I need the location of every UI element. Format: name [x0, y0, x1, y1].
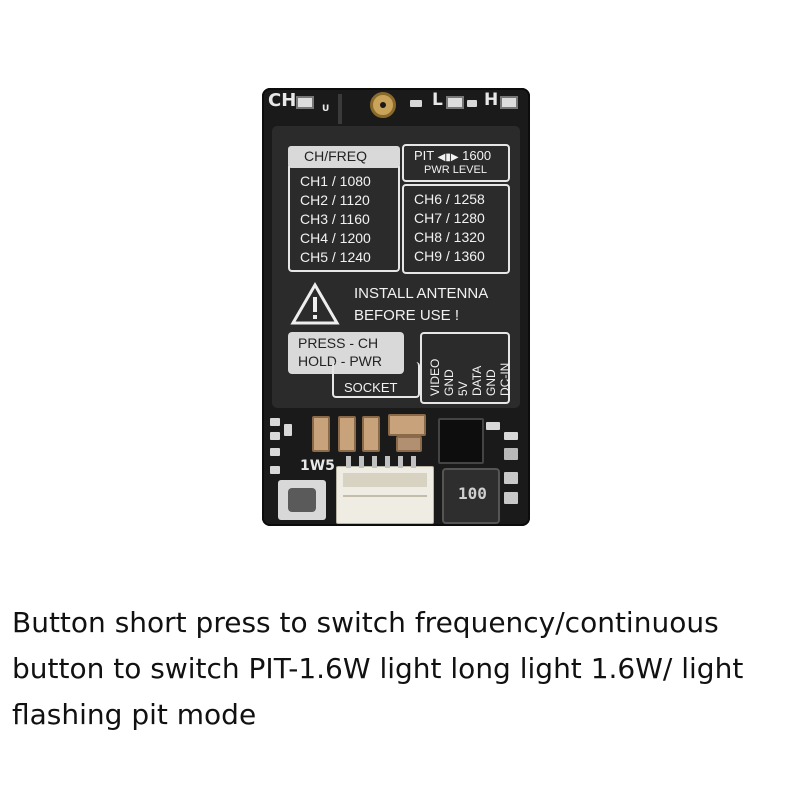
- resistor: [270, 448, 280, 456]
- pin-label: GND: [484, 369, 498, 396]
- resistor: [504, 472, 518, 484]
- channels-left: CH1 / 1080 CH2 / 1120 CH3 / 1160 CH4 / 1…: [300, 172, 371, 267]
- pit-label: PIT: [414, 148, 434, 163]
- channel-entry: CH5 / 1240: [300, 249, 371, 265]
- warning-line1: INSTALL ANTENNA: [354, 285, 489, 302]
- h-led: [500, 96, 518, 109]
- channel-entry: CH4 / 1200: [300, 230, 371, 246]
- channel-entry: CH2 / 1120: [300, 192, 370, 208]
- push-button: [278, 480, 326, 520]
- capacitor: [362, 416, 380, 452]
- inductor: 100: [442, 468, 500, 524]
- resistor: [270, 466, 280, 474]
- socket-pins: [346, 456, 422, 468]
- pin-label: DATA: [470, 365, 484, 396]
- resistor: [270, 432, 280, 440]
- capacitor: [312, 416, 330, 452]
- trace-line: [338, 94, 342, 124]
- ch-silk: CH: [268, 90, 297, 111]
- pin-label: 5V: [456, 381, 470, 396]
- l-silk: L: [432, 90, 443, 110]
- warning-triangle-icon: [290, 282, 340, 325]
- pin-label: DC-IN: [498, 362, 512, 396]
- channel-entry: CH7 / 1280: [414, 210, 485, 226]
- channel-entry: CH9 / 1360: [414, 248, 485, 264]
- pin-label-box: [420, 332, 510, 404]
- left-channel-box: [288, 166, 400, 272]
- warning-line2: BEFORE USE !: [354, 307, 460, 324]
- resistor: [504, 448, 518, 460]
- capacitor: [396, 436, 422, 452]
- capacitor: [388, 414, 426, 436]
- antenna-connector: [370, 92, 396, 118]
- press-hold-bg: [288, 332, 404, 374]
- vtx-board: CH U L H CH/FREQ CH1 / 1080 CH2 / 1120 C…: [262, 88, 530, 526]
- resistor: [467, 100, 477, 107]
- channel-entry: CH1 / 1080: [300, 173, 371, 189]
- ch-freq-header-bg: [288, 146, 400, 168]
- ch-freq-header: CH/FREQ: [304, 148, 367, 164]
- socket-box: [332, 362, 420, 398]
- pit-arrows-icon: ◀▮▶: [437, 152, 459, 163]
- channels-right: CH6 / 1258 CH7 / 1280 CH8 / 1320 CH9 / 1…: [414, 190, 485, 266]
- pit-line: PIT ◀▮▶ 1600: [414, 146, 491, 167]
- pit-box: [402, 144, 510, 182]
- pit-power: 1600: [462, 148, 492, 163]
- pin-labels: VIDEO GND 5V DATA GND DC-IN: [420, 332, 512, 402]
- caption: Button short press to switch frequency/c…: [12, 600, 792, 738]
- capacitor: [338, 416, 356, 452]
- caption-line: flashing pit mode: [12, 698, 257, 731]
- chip: [438, 418, 484, 464]
- channel-entry: CH8 / 1320: [414, 229, 485, 245]
- pin-label: GND: [442, 369, 456, 396]
- resistor: [504, 492, 518, 504]
- channel-entry: CH3 / 1160: [300, 211, 370, 227]
- h-silk: H: [484, 90, 499, 110]
- resistor: [410, 100, 422, 107]
- label-plate: CH/FREQ CH1 / 1080 CH2 / 1120 CH3 / 1160…: [272, 126, 520, 408]
- inductor-label: 100: [458, 484, 487, 503]
- l-led: [446, 96, 464, 109]
- resistor: [284, 424, 292, 436]
- right-channel-box: [402, 184, 510, 274]
- socket-label: SOCKET: [344, 380, 398, 395]
- caption-line: Button short press to switch frequency/c…: [12, 606, 719, 639]
- pwr-level: PWR LEVEL: [424, 164, 487, 176]
- channel-entry: CH6 / 1258: [414, 191, 485, 207]
- connector-socket: [336, 466, 434, 524]
- resistor: [504, 432, 518, 440]
- press-ch: PRESS - CH: [298, 335, 379, 351]
- resistor: [270, 418, 280, 426]
- model-silk: 1W5: [300, 458, 335, 474]
- antenna-mark: U: [322, 104, 330, 114]
- hold-pwr: HOLD - PWR: [298, 353, 382, 369]
- pin-label: VIDEO: [428, 358, 442, 396]
- ch-led: [296, 96, 314, 109]
- caption-line: button to switch PIT-1.6W light long lig…: [12, 652, 744, 685]
- resistor: [486, 422, 500, 430]
